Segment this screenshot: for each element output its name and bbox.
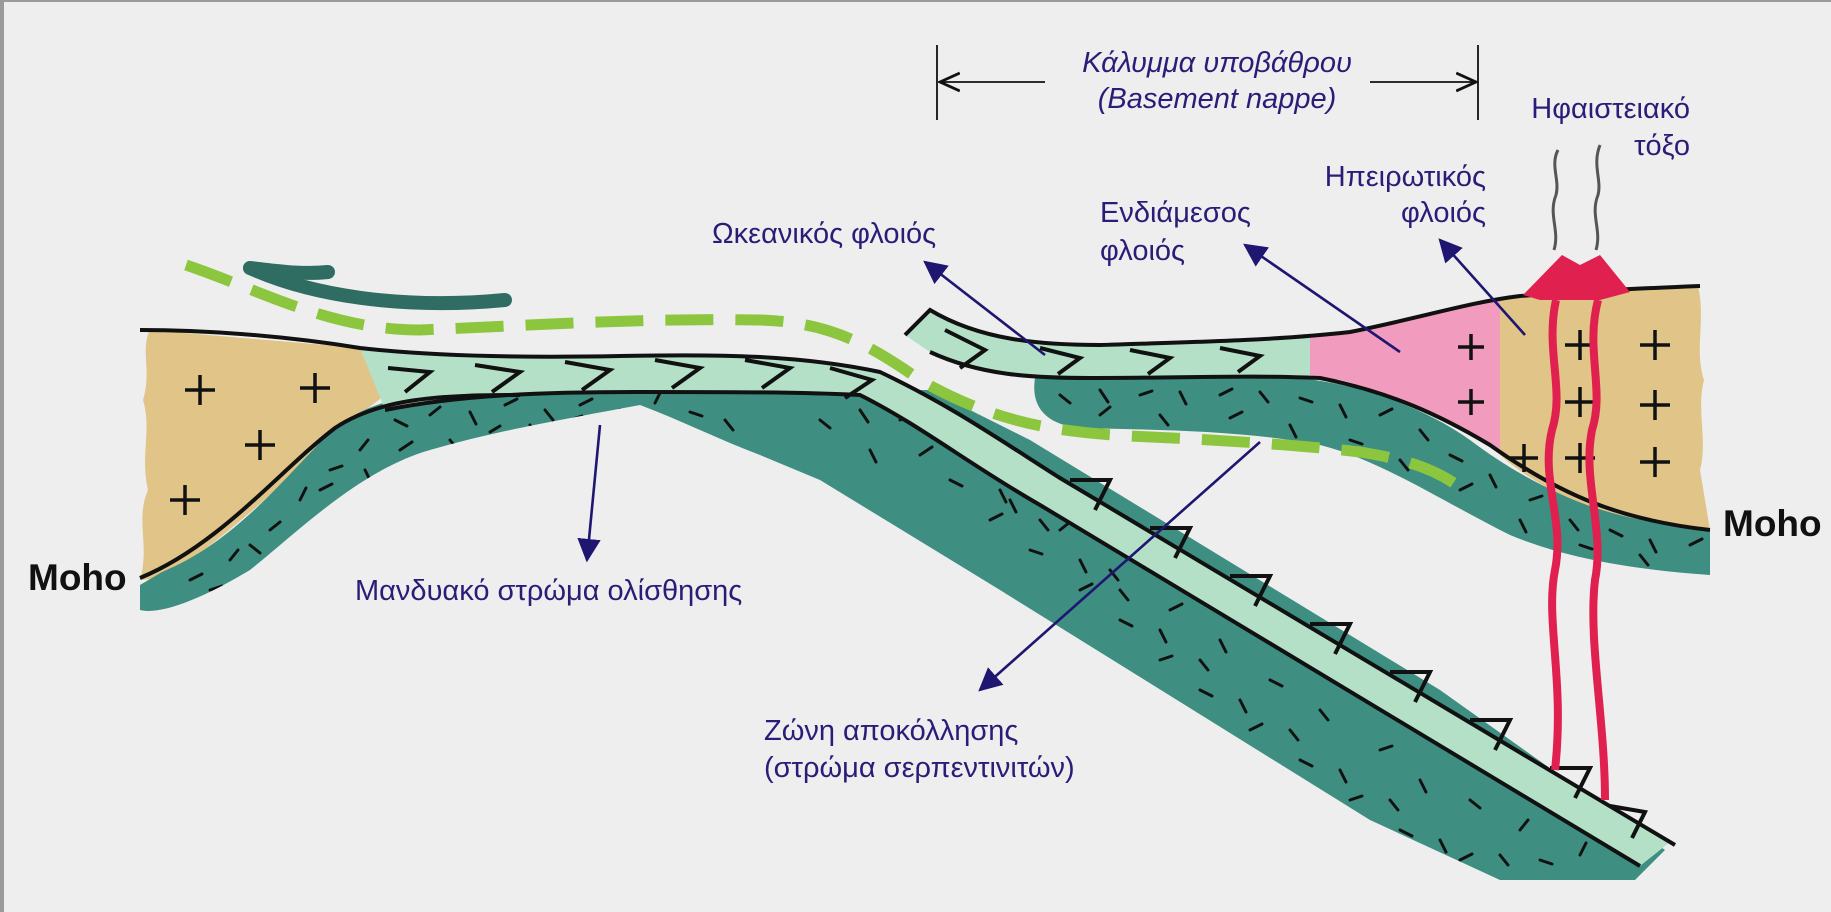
continental-crust-label-2: φλοιός: [1401, 197, 1486, 229]
volcanic-arc-label-2: τόξο: [1634, 130, 1690, 162]
moho-left-label: Moho: [28, 557, 127, 598]
oceanic-crust-label: Ωκεανικός φλοιός: [712, 218, 936, 250]
intermediate-crust-label: Ενδιάμεσος: [1100, 197, 1251, 229]
detachment-zone-label-2: (στρώμα σερπεντινιτών): [764, 752, 1075, 784]
intermediate-crust-label-2: φλοιός: [1100, 235, 1185, 267]
basement-nappe-label-en: (Basement nappe): [1098, 83, 1337, 115]
volcanic-arc-label: Ηφαιστειακό: [1531, 93, 1690, 125]
continental-crust-label: Ηπειρωτικός: [1325, 161, 1486, 193]
basement-nappe-label: Κάλυμμα υποβάθρου: [1082, 47, 1352, 79]
detachment-zone-label: Ζώνη αποκόλλησης: [764, 715, 1018, 747]
moho-right-label: Moho: [1723, 503, 1822, 544]
mantle-slip-layer-label: Μανδυακό στρώμα ολίσθησης: [355, 575, 742, 607]
